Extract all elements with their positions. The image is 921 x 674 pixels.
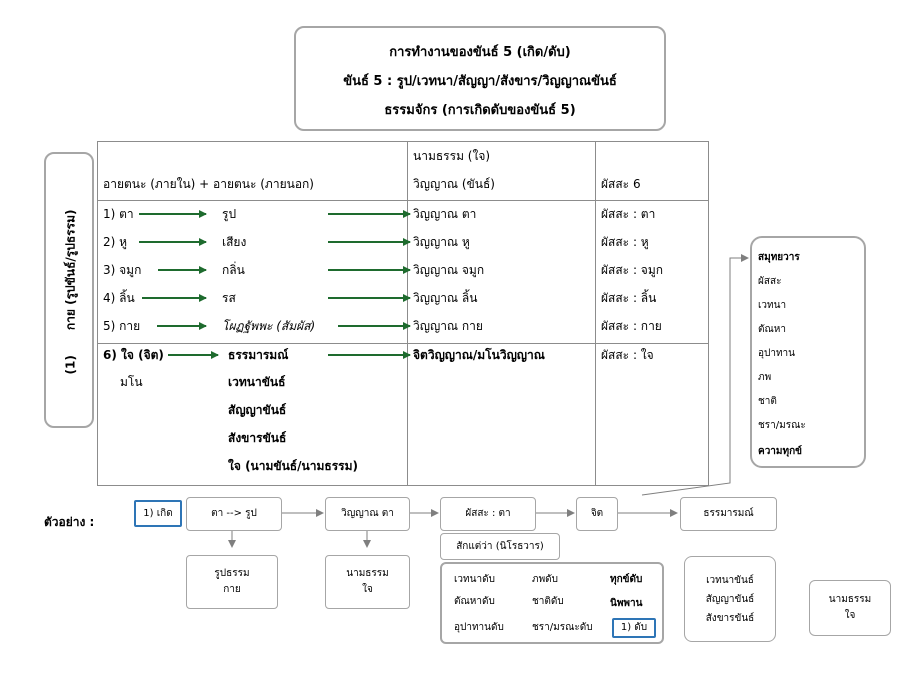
khandha-line-3: สังขารขันธ์ xyxy=(705,612,755,624)
samudaya-item-5: ภพ xyxy=(758,372,772,383)
header-nama-line2: วิญญาณ (ขันธ์) xyxy=(413,177,495,191)
cease-1-1: เวทนาดับ xyxy=(454,574,495,585)
mind-outer-1: ธรรมารมณ์ xyxy=(228,348,289,362)
row-1-consciousness: วิญญาณ ตา xyxy=(413,207,477,221)
example-label: ตัวอย่าง : xyxy=(44,515,95,529)
cease-1-3: อุปาทานดับ xyxy=(454,622,504,633)
row-5-consciousness: วิญญาณ กาย xyxy=(413,319,483,333)
nama2-line-1: นามธรรม xyxy=(828,594,872,605)
row-2-contact: ผัสสะ : หู xyxy=(601,235,649,249)
khandha-line-2: สัญญาขันธ์ xyxy=(705,593,755,605)
samudaya-item-6: ชาติ xyxy=(758,396,777,407)
row-2-outer: เสียง xyxy=(222,235,247,249)
title-line-2: ขันธ์ 5 : รูป/เวทนา/สัญญา/สังขาร/วิญญาณข… xyxy=(343,74,617,89)
row-2-consciousness: วิญญาณ หู xyxy=(413,235,470,249)
row-4-contact: ผัสสะ : ลิ้น xyxy=(601,291,657,305)
eye-form-box: ตา --> รูป xyxy=(186,497,282,531)
mind-inner: 6) ใจ (จิต) xyxy=(103,348,164,362)
row-4-consciousness: วิญญาณ ลิ้น xyxy=(413,291,478,305)
khandha-box: เวทนาขันธ์ สัญญาขันธ์ สังขารขันธ์ xyxy=(684,556,776,642)
example-flow-arrows xyxy=(228,509,678,548)
cease-3-2: นิพพาน xyxy=(610,598,643,609)
samudaya-item-3: ตัณหา xyxy=(758,324,786,335)
samudaya-item-4: อุปาทาน xyxy=(758,348,796,359)
title-box: การทำงานของขันธ์ 5 (เกิด/ดับ) ขันธ์ 5 : … xyxy=(294,26,666,131)
row-3-outer: กลิ่น xyxy=(222,263,245,277)
mind-outer-5: ใจ (นามขันธ์/นามธรรม) xyxy=(228,459,358,473)
nirodha-box: สักแต่ว่า (นิโรธวาร) xyxy=(440,533,560,560)
cease-2-3: ชรา/มรณะดับ xyxy=(532,622,593,633)
samudaya-item-1: ผัสสะ xyxy=(758,276,782,287)
nama2-box: นามธรรม ใจ xyxy=(809,580,891,636)
row-2-inner: 2) หู xyxy=(103,235,128,249)
table-grid xyxy=(97,141,709,486)
row-5-inner: 5) กาย xyxy=(103,319,141,333)
samudaya-end: ความทุกข์ xyxy=(758,446,802,457)
side-label-box: (1) กาย (รูปขันธ์/รูปธรรม) xyxy=(44,152,94,428)
samudaya-item-2: เวทนา xyxy=(758,300,787,311)
nama2-line-2: ใจ xyxy=(844,610,856,621)
mind-to-samudaya-connector xyxy=(641,254,749,496)
mind-contact: ผัสสะ : ใจ xyxy=(601,348,654,362)
row-4-inner: 4) ลิ้น xyxy=(103,291,135,305)
cease-2-2: ชาติดับ xyxy=(532,596,564,607)
mind-outer-3: สัญญาขันธ์ xyxy=(228,403,287,417)
row-3-consciousness: วิญญาณ จมูก xyxy=(413,263,485,277)
row-5-outer: โผฏฐัพพะ (สัมผัส) xyxy=(222,319,316,333)
dhamma-box: ธรรมารมณ์ xyxy=(680,497,777,531)
birth-box: 1) เกิด xyxy=(134,500,182,527)
header-nama-line1: นามธรรม (ใจ) xyxy=(413,149,491,163)
mind-consciousness: จิตวิญญาณ/มโนวิญญาณ xyxy=(413,348,545,362)
nama-box: นามธรรม ใจ xyxy=(325,555,410,609)
cease-2-1: ภพดับ xyxy=(532,574,559,585)
rupa-line-2: กาย xyxy=(223,584,241,595)
green-arrows-inner xyxy=(139,210,219,359)
cease-1-2: ตัณหาดับ xyxy=(454,596,495,607)
row-3-contact: ผัสสะ : จมูก xyxy=(601,263,664,277)
cease-3-1: ทุกข์ดับ xyxy=(610,574,643,585)
khandha-line-1: เวทนาขันธ์ xyxy=(706,574,754,586)
green-arrows-outer xyxy=(328,210,411,359)
row-1-inner: 1) ตา xyxy=(103,207,134,221)
title-line-1: การทำงานของขันธ์ 5 (เกิด/ดับ) xyxy=(389,45,571,60)
title-line-3: ธรรมจักร (การเกิดดับของขันธ์ 5) xyxy=(384,103,576,118)
rupa-box: รูปธรรม กาย xyxy=(186,555,278,609)
nama-line-1: นามธรรม xyxy=(346,568,389,579)
header-ayatana: อายตนะ (ภายใน) + อายตนะ (ภายนอก) xyxy=(103,177,314,191)
row-1-contact: ผัสสะ : ตา xyxy=(601,207,656,221)
cessation-box: เวทนาดับ ตัณหาดับ อุปาทานดับ ภพดับ ชาติด… xyxy=(440,562,664,644)
cease-box: 1) ดับ xyxy=(612,618,656,638)
mind-outer-2: เวทนาขันธ์ xyxy=(228,375,286,389)
mind-inner-sub: มโน xyxy=(120,375,143,389)
row-5-contact: ผัสสะ : กาย xyxy=(601,319,662,333)
nama-line-2: ใจ xyxy=(362,584,373,595)
row-3-inner: 3) จมูก xyxy=(103,263,142,277)
mind-outer-4: สังขารขันธ์ xyxy=(228,431,287,445)
row-4-outer: รส xyxy=(222,291,236,305)
samudaya-box: สมุทยวาร ผัสสะ เวทนา ตัณหา อุปาทาน ภพ ชา… xyxy=(750,236,866,468)
header-phassa: ผัสสะ 6 xyxy=(601,177,641,191)
mind-box: จิต xyxy=(576,497,618,531)
samudaya-item-7: ชรา/มรณะ xyxy=(758,420,806,431)
row-1-outer: รูป xyxy=(222,207,237,221)
samudaya-title: สมุทยวาร xyxy=(758,252,800,263)
eye-consciousness-box: วิญญาณ ตา xyxy=(325,497,410,531)
rupa-line-1: รูปธรรม xyxy=(214,568,250,579)
contact-box: ผัสสะ : ตา xyxy=(440,497,536,531)
